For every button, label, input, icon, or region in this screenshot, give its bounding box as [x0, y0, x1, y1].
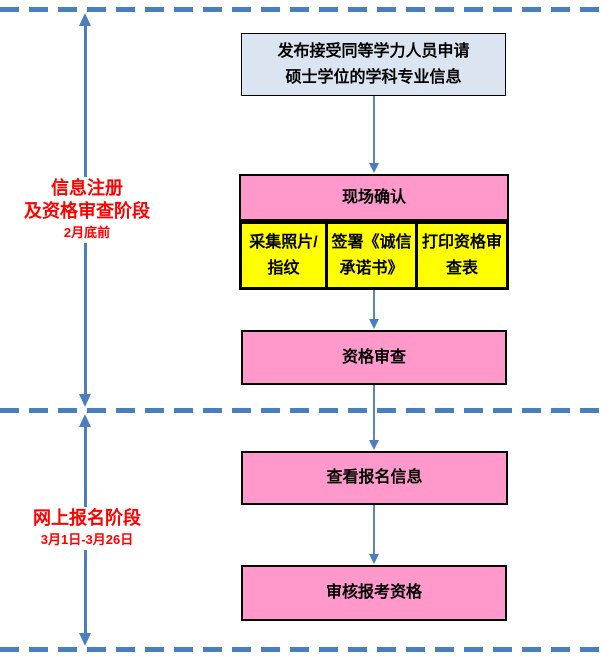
stage1-date: 2月底前 — [63, 225, 111, 240]
connector-review-to-view — [368, 385, 380, 450]
arrowhead-down-icon — [79, 394, 91, 407]
dashed-separator-bottom — [0, 647, 603, 652]
substep-sign-pledge: 签署《诚信 承诺书》 — [325, 221, 418, 290]
announce-line1: 发布接受同等学力人员申请 — [277, 42, 470, 60]
substep-collect-photo: 采集照片/ 指纹 — [239, 221, 328, 290]
arrow-line — [373, 290, 375, 319]
view-registration-box: 查看报名信息 — [241, 451, 508, 505]
onsite-confirm-box: 现场确认 — [239, 174, 509, 221]
onsite-confirm-label: 现场确认 — [341, 188, 406, 206]
dashed-separator-middle — [0, 408, 603, 413]
view-registration-label: 查看报名信息 — [326, 469, 423, 486]
arrowhead-up-icon — [79, 13, 91, 26]
stage2-date: 3月1日-3月26日 — [40, 532, 134, 547]
arrowhead-down-icon — [79, 633, 91, 646]
substep-line1: 采集照片/ — [249, 233, 318, 251]
substep-line1: 签署《诚信 — [331, 233, 412, 251]
stage1-title-line1: 信息注册 — [51, 178, 123, 198]
substep-line1: 打印资格审 — [421, 233, 502, 251]
arrow-line — [373, 385, 375, 440]
stage1-title-line2: 及资格审查阶段 — [24, 201, 150, 221]
qualification-review-box: 资格审查 — [241, 330, 507, 385]
arrowhead-down-icon — [369, 163, 379, 173]
substeps-row: 采集照片/ 指纹 签署《诚信 承诺书》 打印资格审 查表 — [239, 221, 509, 290]
connector-announce-to-confirm — [368, 96, 380, 173]
qualification-review-label: 资格审查 — [341, 348, 406, 366]
arrow-line — [373, 505, 375, 554]
arrowhead-up-icon — [79, 414, 91, 427]
stage2-title: 网上报名阶段 — [33, 508, 141, 528]
stage1-label: 信息注册 及资格审查阶段 2月底前 — [3, 177, 171, 243]
substep-line2: 指纹 — [267, 259, 300, 277]
announce-line2: 硕士学位的学科专业信息 — [285, 68, 462, 86]
arrow-line — [373, 96, 375, 163]
arrowhead-down-icon — [369, 319, 379, 329]
connector-view-to-eligibility — [368, 505, 380, 564]
stage2-label: 网上报名阶段 3月1日-3月26日 — [3, 507, 171, 550]
announce-box-text: 发布接受同等学力人员申请 硕士学位的学科专业信息 — [277, 39, 469, 91]
arrowhead-down-icon — [369, 554, 379, 564]
review-eligibility-label: 审核报考资格 — [325, 584, 422, 601]
arrowhead-down-icon — [369, 440, 379, 450]
connector-substeps-to-review — [368, 290, 380, 329]
substep-print-form: 打印资格审 查表 — [415, 221, 509, 290]
announce-box: 发布接受同等学力人员申请 硕士学位的学科专业信息 — [241, 33, 506, 96]
dashed-separator-top — [0, 7, 603, 12]
review-eligibility-box: 审核报考资格 — [241, 565, 507, 621]
substep-line2: 查表 — [445, 259, 478, 277]
substep-line2: 承诺书》 — [339, 259, 404, 277]
